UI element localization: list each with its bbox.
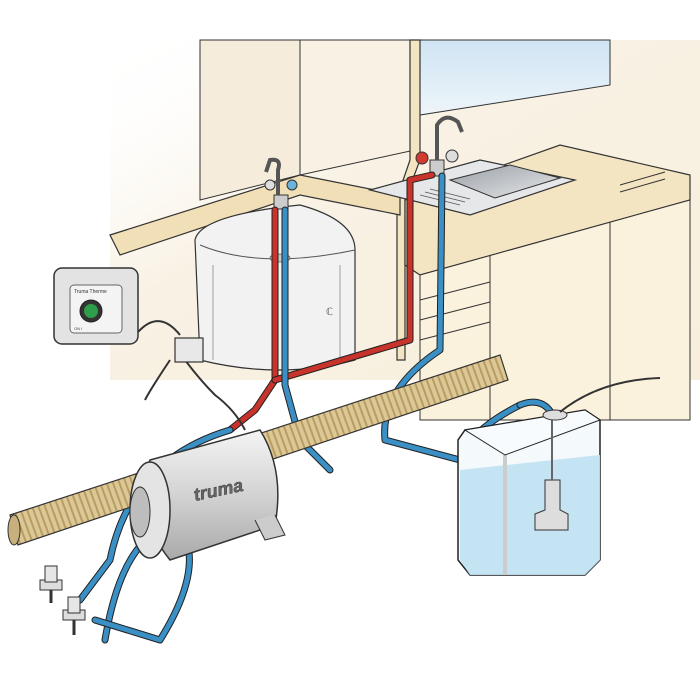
hot-water-line [226, 171, 436, 434]
kitchen-tap [415, 115, 464, 177]
svg-text:ℂ: ℂ [326, 307, 333, 318]
panel-footer: ON I [74, 326, 82, 331]
control-panel: Truma Therme ON I [53, 267, 139, 345]
junction-box [174, 337, 204, 363]
water-heater: truma [129, 429, 286, 561]
washbasin-countertop [109, 174, 401, 256]
panel-brand: Truma Therme [74, 289, 107, 295]
partition-wall [396, 39, 421, 361]
submersible-pump [534, 479, 569, 531]
washbasin-tap [264, 157, 298, 210]
drain-valve-2 [62, 596, 86, 635]
drain-valve-1 [39, 565, 63, 603]
power-indicator [84, 304, 98, 318]
water-tank [457, 377, 661, 576]
